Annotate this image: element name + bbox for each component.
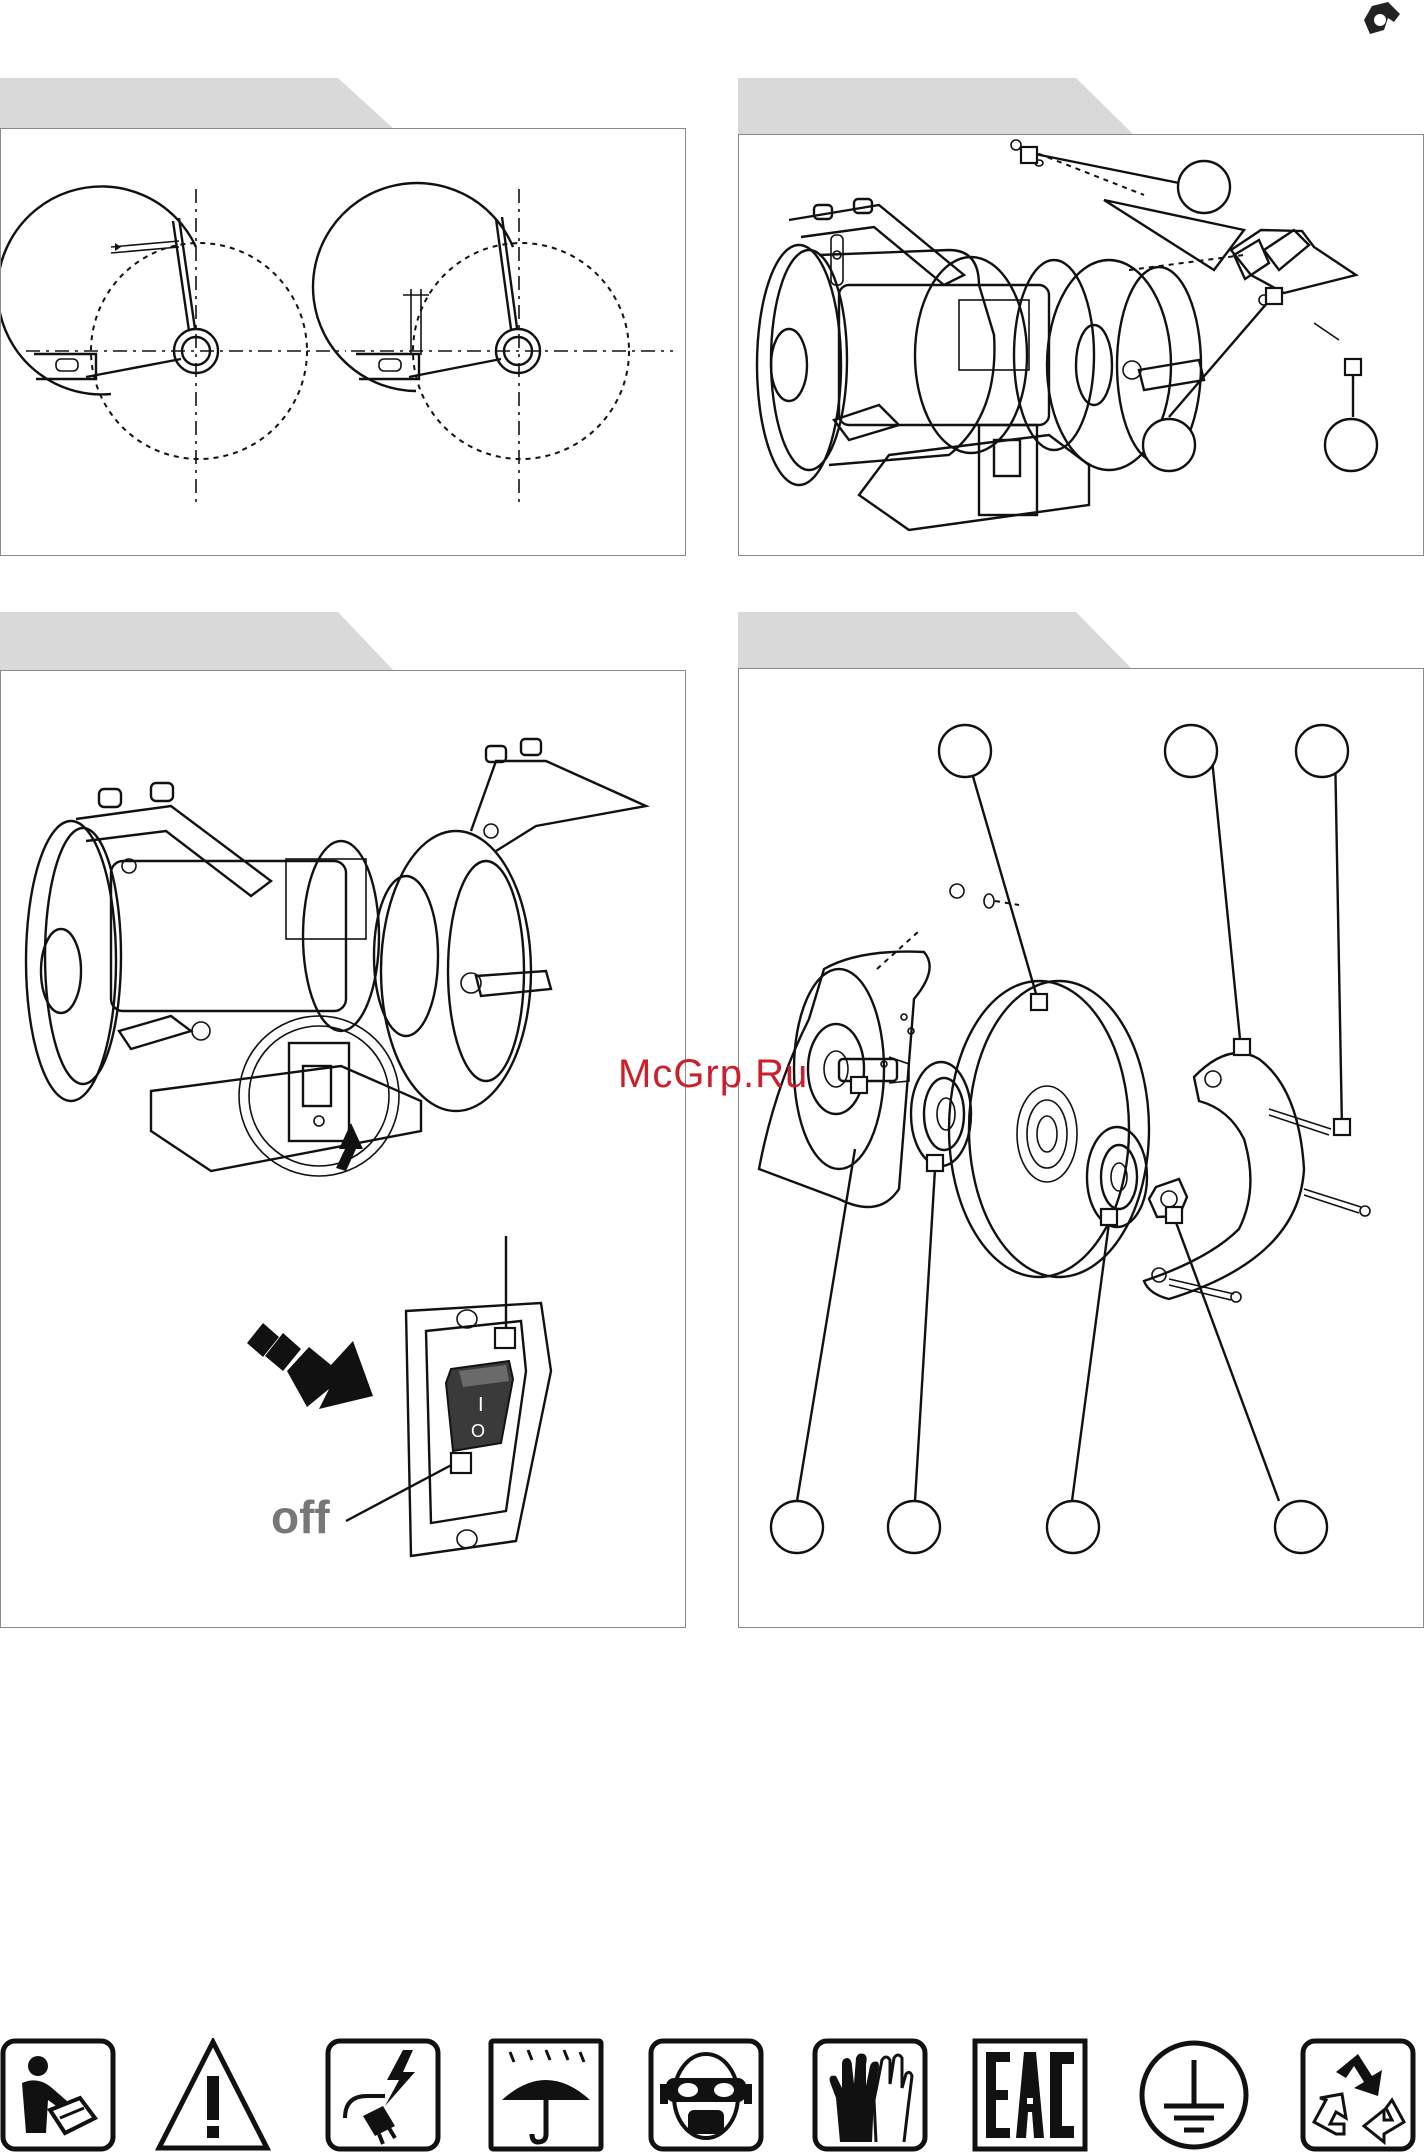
off-label: off <box>271 1491 330 1543</box>
figure-1-panel <box>0 128 686 556</box>
brand-logo-icon <box>1358 0 1406 42</box>
warning-icon <box>155 2038 271 2152</box>
eye-shield-assembly-diagram <box>739 135 1423 555</box>
switch-off-symbol: O <box>471 1421 485 1441</box>
gloves-icon <box>812 2038 928 2152</box>
figure-3-panel: I O off <box>0 670 686 1628</box>
figure-2-tab <box>738 78 1138 134</box>
face-protection-icon <box>648 2038 764 2152</box>
wheel-gap-diagram <box>1 129 685 555</box>
unplug-icon <box>325 2038 441 2152</box>
eac-mark-icon <box>972 2038 1088 2152</box>
figure-3-tab <box>0 612 400 672</box>
read-manual-icon <box>0 2038 116 2152</box>
figure-4-tab <box>738 612 1138 670</box>
wheel-replacement-diagram <box>739 669 1423 1627</box>
keep-dry-icon <box>488 2038 604 2152</box>
earth-ground-icon <box>1136 2038 1252 2152</box>
recycle-icon <box>1300 2038 1416 2152</box>
figure-1-tab <box>0 78 400 130</box>
switch-diagram: I O off <box>1 671 685 1627</box>
watermark: McGrp.Ru <box>618 1052 808 1097</box>
figure-4-panel <box>738 668 1424 1628</box>
figure-2-panel <box>738 134 1424 556</box>
switch-on-symbol: I <box>478 1394 484 1416</box>
